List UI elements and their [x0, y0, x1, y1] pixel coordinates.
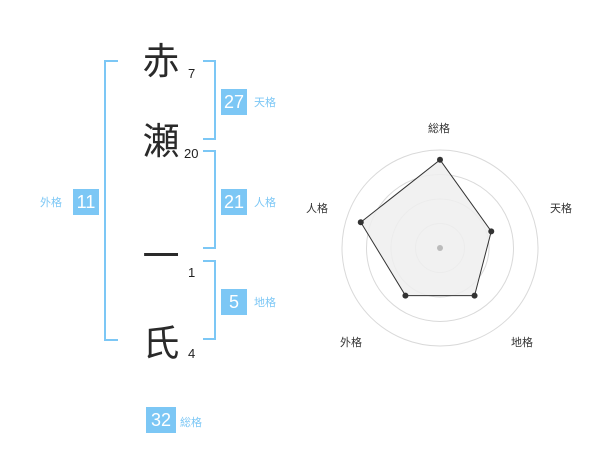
name-char-3: 一 [142, 235, 180, 278]
radar-point-3 [471, 292, 478, 299]
name-char-4: 氏 [142, 322, 180, 365]
chikaku-bracket [203, 260, 216, 340]
tenkaku-bracket [203, 60, 216, 140]
gaikaku-label: 外格 [40, 196, 62, 209]
radar-label-chikaku: 地格 [511, 336, 533, 349]
tenkaku-value-box: 27 [221, 89, 247, 115]
radar-point-4 [402, 292, 409, 299]
jinkaku-label: 人格 [254, 196, 276, 209]
radar-chart [341, 149, 539, 347]
gaikaku-bracket [104, 60, 118, 341]
jinkaku-bracket [203, 150, 216, 249]
radar-label-soukaku: 総格 [428, 122, 450, 135]
radar-label-jinkaku: 人格 [306, 202, 328, 215]
chikaku-value-box: 5 [221, 289, 247, 315]
stroke-count-4: 4 [188, 346, 196, 361]
radar-point-5 [357, 219, 364, 226]
radar-center-dot [437, 245, 443, 251]
soukaku-value-box: 32 [146, 407, 176, 433]
stroke-count-2: 20 [184, 146, 199, 161]
radar-polygon [360, 159, 492, 297]
name-char-1: 赤 [142, 40, 180, 83]
jinkaku-value-box: 21 [221, 189, 247, 215]
radar-grid-ring [341, 149, 539, 347]
radar-label-tenkaku: 天格 [550, 202, 572, 215]
radar-label-gaikaku: 外格 [340, 336, 362, 349]
tenkaku-label: 天格 [254, 96, 276, 109]
radar-point-1 [437, 156, 443, 163]
name-char-2: 瀬 [142, 120, 180, 163]
chikaku-label: 地格 [254, 296, 276, 309]
stroke-count-3: 1 [188, 265, 196, 280]
radar-point-2 [488, 228, 495, 235]
stroke-count-1: 7 [188, 66, 196, 81]
soukaku-label: 総格 [180, 416, 202, 429]
gaikaku-value-box: 11 [73, 189, 99, 215]
